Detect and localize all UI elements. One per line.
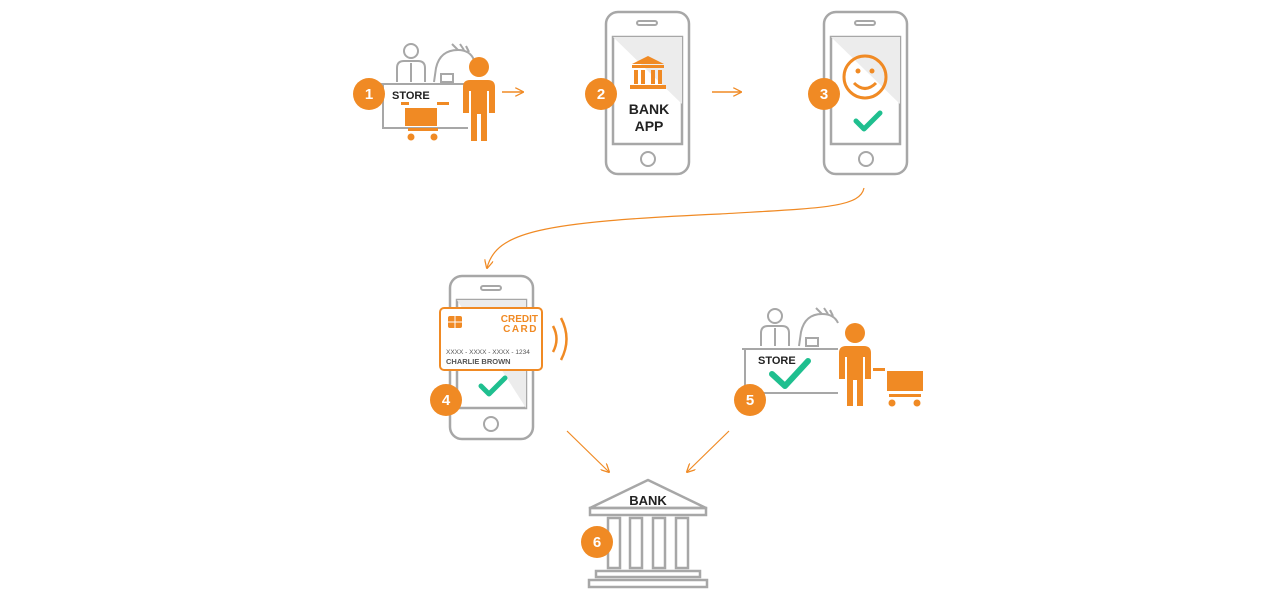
svg-text:6: 6 — [593, 534, 601, 551]
step-4-badge: 4 — [430, 384, 462, 416]
step-2-badge: 2 — [585, 78, 617, 110]
step-1-store: STORE 1 — [353, 43, 495, 141]
contactless-icon — [551, 317, 568, 361]
svg-text:4: 4 — [442, 392, 451, 409]
smiley-icon — [842, 54, 888, 100]
checkmark-icon — [769, 358, 811, 389]
card-title-line1: CREDIT — [501, 314, 538, 325]
customer-icon — [839, 323, 871, 406]
step-5-store-confirmed: STORE 5 — [734, 307, 923, 416]
credit-card-icon: CREDIT CARD XXXX - XXXX - XXXX - 1234 CH… — [439, 307, 543, 371]
svg-text:5: 5 — [746, 392, 754, 409]
card-title-line2: CARD — [503, 324, 538, 335]
card-holder: CHARLIE BROWN — [446, 357, 511, 366]
card-number: XXXX - XXXX - XXXX - 1234 — [446, 349, 530, 356]
bank-app-label-line2: APP — [635, 118, 664, 134]
customer-icon — [463, 57, 495, 141]
step-6-badge: 6 — [581, 526, 613, 558]
step-3-confirmation: 3 — [808, 10, 909, 176]
cashier-icon — [760, 308, 790, 346]
step-3-badge: 3 — [808, 78, 840, 110]
shopping-cart-icon — [401, 102, 449, 141]
arrow-3-to-4 — [487, 187, 865, 268]
cash-register-icon — [433, 43, 475, 83]
arrow-5-to-6 — [687, 430, 730, 472]
step-2-bank-app: BANK APP 2 — [585, 10, 691, 176]
step-5-label: STORE — [758, 355, 796, 367]
step-6-label: BANK — [629, 493, 667, 508]
step-4-card-payment: CREDIT CARD XXXX - XXXX - XXXX - 1234 CH… — [430, 274, 568, 441]
step-1-label: STORE — [392, 90, 430, 102]
bank-building-icon — [587, 478, 709, 589]
checkmark-icon — [853, 110, 883, 132]
arrow-4-to-6 — [566, 430, 609, 472]
checkmark-icon — [478, 375, 508, 397]
svg-text:2: 2 — [597, 86, 605, 103]
shopping-cart-icon — [873, 368, 923, 407]
svg-text:3: 3 — [820, 86, 828, 103]
bank-app-label-line1: BANK — [629, 101, 669, 117]
bank-building-icon — [630, 56, 666, 89]
cash-register-icon — [798, 307, 839, 347]
cashier-icon — [396, 43, 426, 82]
svg-text:1: 1 — [365, 86, 373, 103]
step-6-bank: BANK 6 — [581, 478, 709, 589]
step-1-badge: 1 — [353, 78, 385, 110]
step-5-badge: 5 — [734, 384, 766, 416]
